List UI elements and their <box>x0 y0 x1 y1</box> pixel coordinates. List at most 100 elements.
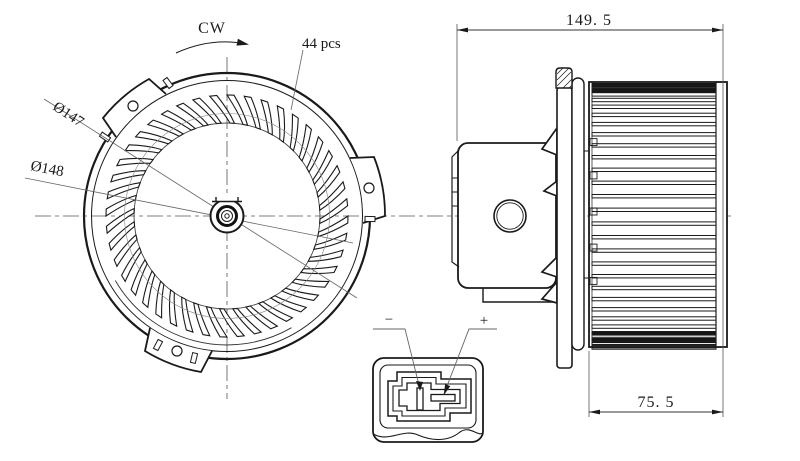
fan-blade <box>298 123 312 163</box>
fan-blade <box>208 94 236 124</box>
mounting-ear-bottom <box>143 327 213 373</box>
mounting-plate <box>556 86 573 369</box>
ear-hole <box>171 345 183 357</box>
wheel-fin <box>591 296 717 302</box>
fan-blade <box>105 207 135 235</box>
fan-blade <box>108 220 136 252</box>
dia147-leader-line <box>43 98 358 299</box>
terminal-positive <box>430 393 456 402</box>
fan-blade <box>280 287 320 301</box>
diameter-147-label: Ø147 <box>50 99 87 131</box>
dia148-leader-line <box>24 177 354 244</box>
fan-blade <box>244 305 279 330</box>
ear-hole <box>127 100 139 112</box>
fan-blade <box>134 131 174 145</box>
ear-notch <box>162 76 174 90</box>
fan-blade <box>155 280 165 319</box>
fan-blade <box>130 258 148 297</box>
wheel-fin <box>591 112 717 118</box>
fin-hook <box>589 207 598 216</box>
flange-inner-rim <box>91 80 363 352</box>
wheel-fin <box>591 92 717 97</box>
socket-wall-outer <box>387 371 472 422</box>
wheel-fin <box>591 104 717 109</box>
fan-blade <box>205 305 229 338</box>
fan-blade <box>168 288 178 328</box>
fan-blade <box>257 301 294 323</box>
blade-count-leader <box>290 49 304 111</box>
dim-arrow-icon <box>712 409 723 415</box>
dimension-wheel-width: 75. 5 <box>588 351 723 417</box>
wheel-fin <box>591 331 717 336</box>
fan-blade <box>175 102 210 127</box>
fan-blade <box>289 113 299 152</box>
wheel-fin <box>591 121 717 127</box>
mounting-ear-top-left <box>98 76 174 143</box>
motor-vent-hole-inner <box>496 202 524 230</box>
fan-front-view: CW 44 pcs Ø147 Ø148 <box>24 20 386 373</box>
fan-blade <box>225 94 249 127</box>
wheel-width-value: 75. 5 <box>638 394 675 411</box>
fan-blade <box>276 104 286 144</box>
fan-blade <box>160 109 197 131</box>
fan-blade <box>312 149 334 186</box>
hub <box>209 194 245 234</box>
wheel-fins <box>589 83 717 350</box>
motor-body <box>457 142 557 289</box>
wheel-fin <box>591 88 717 93</box>
connector-housing-inner <box>379 364 477 429</box>
fan-blade <box>120 246 142 283</box>
mounting-ear-right <box>349 156 386 224</box>
housing-lip-arc <box>114 280 292 346</box>
fan-blade <box>299 265 339 275</box>
fan-blade <box>243 95 261 131</box>
fan-blade <box>191 97 223 125</box>
motor-vent-hole <box>493 199 527 233</box>
negative-terminal-label: − <box>385 312 393 328</box>
wheel-fin <box>591 316 717 321</box>
leader-arrow-icon <box>416 381 423 391</box>
fan-blade <box>146 119 185 137</box>
wheel-fin <box>591 221 717 226</box>
wheel-fin <box>591 324 717 329</box>
fan-blade <box>193 301 211 337</box>
fin-hook <box>589 171 598 180</box>
fan-blade <box>106 182 142 200</box>
cw-arrowhead-icon <box>236 38 249 46</box>
ear-notch <box>364 215 376 223</box>
fan-blade <box>105 194 138 218</box>
wheel-fin <box>591 261 717 266</box>
fan-blade <box>319 197 349 225</box>
blade-ring <box>105 94 349 338</box>
fin-hook <box>589 138 598 147</box>
dim-arrow-icon <box>712 27 723 33</box>
wheel-fin <box>591 345 717 350</box>
ear-hole <box>363 182 375 194</box>
rotation-direction-label: CW <box>198 20 226 37</box>
wheel-fin <box>591 194 717 199</box>
motor-side-bracket <box>451 149 460 268</box>
connector-detail: − + <box>372 312 497 443</box>
dim-arrow-icon <box>589 409 600 415</box>
dimension-overall-depth: 149. 5 <box>456 12 724 417</box>
fan-blade <box>307 249 344 262</box>
dim-arrow-icon <box>457 27 468 33</box>
diameter-148-label: Ø148 <box>29 158 65 180</box>
positive-terminal-label: + <box>480 313 488 329</box>
positive-leader <box>443 328 497 395</box>
fan-blade <box>231 307 263 335</box>
fan-blade <box>115 157 155 167</box>
fin-hook <box>589 243 598 252</box>
hub-ring <box>216 205 238 227</box>
wheel-fin <box>591 167 717 173</box>
fan-blade <box>316 164 341 199</box>
wheel-fin <box>591 155 717 160</box>
mounting-clips <box>540 125 558 305</box>
socket-wall-inner <box>392 376 467 417</box>
wheel-fin <box>591 285 717 291</box>
shaft-center <box>224 213 230 219</box>
grommet <box>555 67 573 89</box>
plug-cavity <box>398 382 461 412</box>
leader-arrow-icon <box>443 384 451 396</box>
